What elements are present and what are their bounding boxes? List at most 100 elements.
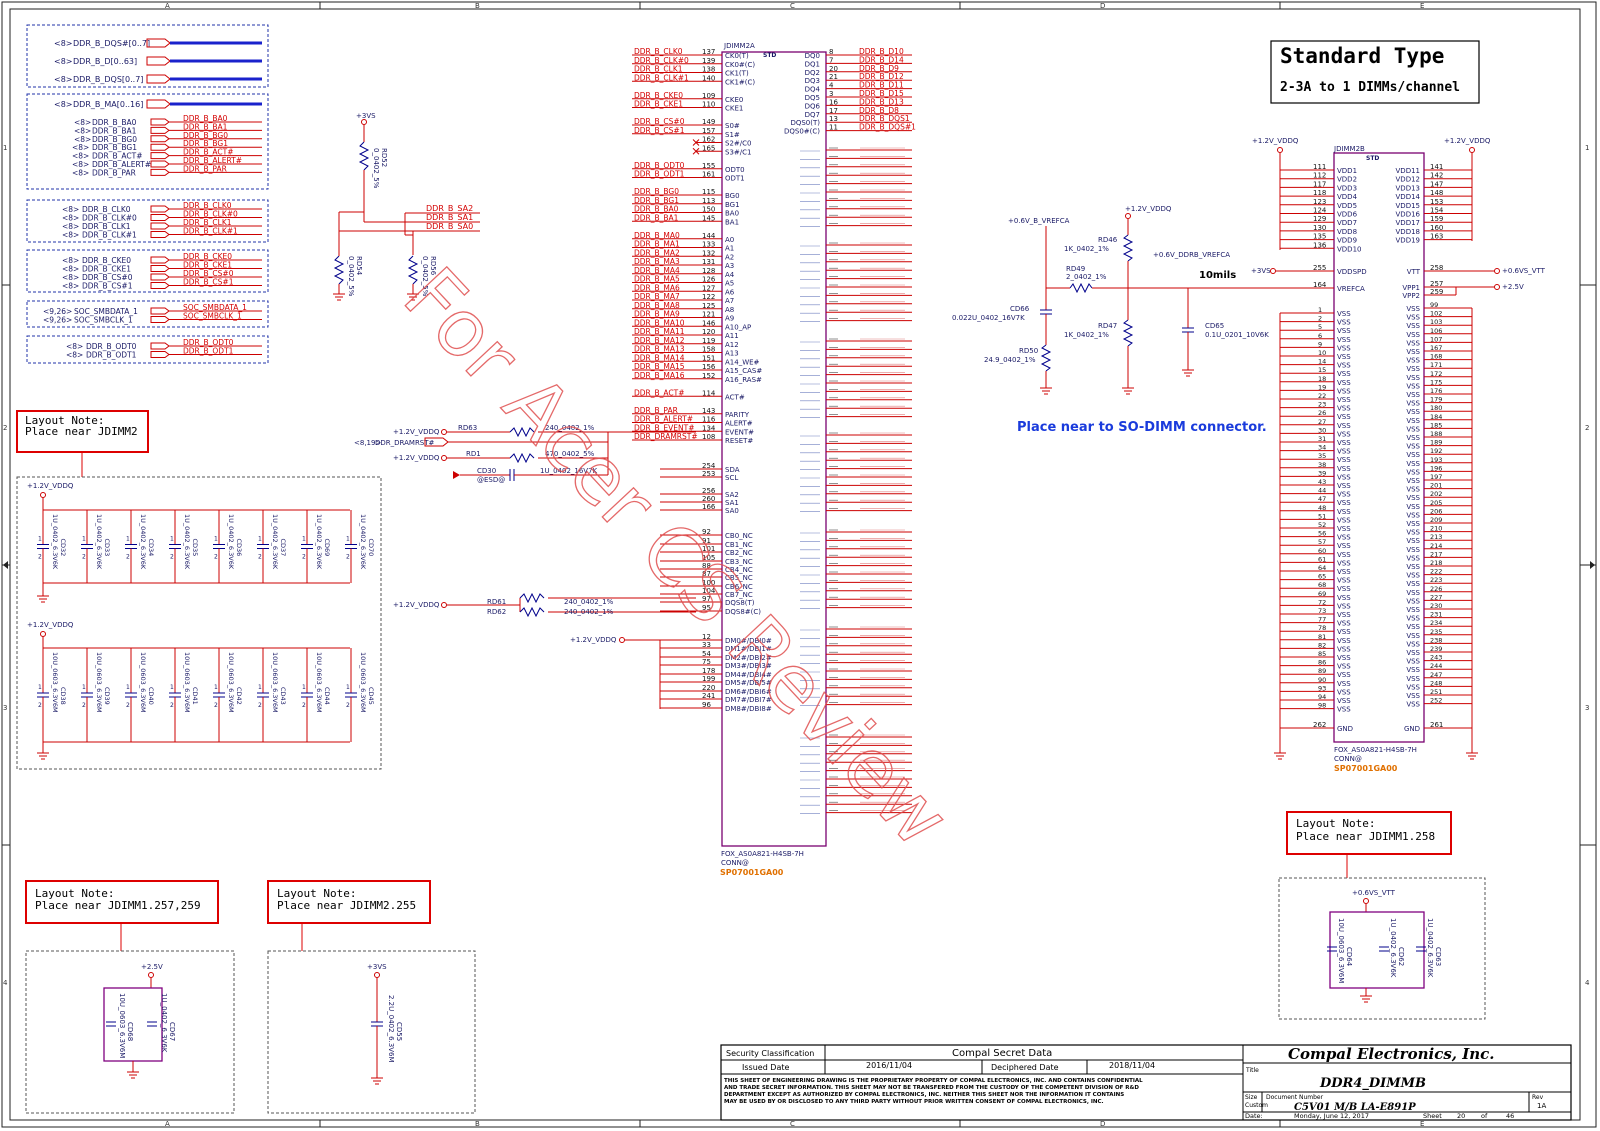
cap-value: 10U_0603_6.3V6M [139,652,147,713]
svg-text:2: 2 [170,702,174,709]
bus-ref: <8> [62,205,79,214]
bus-label: DDR_B_ODT1 [86,351,137,360]
vss-pin-name: VSS [1406,623,1420,631]
pin-net: DDR_B_D12 [859,72,904,81]
vss-pin-name: VSS [1406,331,1420,339]
jdimm2b-sp: SP07001GA00 [1334,764,1398,773]
pin-number: 234 [1430,619,1442,627]
svg-text:2: 2 [38,702,42,709]
vss-pin-name: VSS [1337,491,1351,499]
pin-name: A2 [725,253,734,261]
b2-c1-val: 2.2U_0402_6.3V6M [387,995,395,1062]
pin-number: 94 [1318,693,1326,701]
pin-number: 159 [1430,215,1443,223]
cap-ref: CD69 [323,539,331,557]
row-label-2: 2 [3,424,7,432]
rd46-resistor [1122,234,1134,262]
vss-pin-name: VSS [1337,473,1351,481]
bus-label: DDR_B_DQS#[0..7] [73,39,150,48]
bus-label: DDR_B_ODT0 [86,342,137,351]
pin-number: 172 [1430,370,1442,378]
bus-ref: <8> [62,222,79,231]
vss-pin-name: VSS [1406,606,1420,614]
pin-number: 130 [1313,224,1326,232]
pin-net: DDR_B_BG1 [634,196,679,205]
cap-value: 10U_0603_6.3V6M [51,652,59,713]
pin-number: 163 [1430,233,1443,241]
bus-ref: <8> [72,152,89,161]
tb-doc-label: Document Number [1266,1094,1324,1101]
svg-text:101: 101 [702,545,715,553]
pin-number: 86 [1318,659,1326,667]
pin-name: GND [1404,725,1420,733]
pin-number: 23 [1318,401,1326,409]
tb-disclaimer-1: THIS SHEET OF ENGINEERING DRAWING IS THE… [724,1078,1143,1084]
rd47-val: 1K_0402_1% [1064,331,1109,339]
reset-event-block: +1.2V_VDDQ RD63 240_0402_1% <8,19> DDR_D… [354,424,696,484]
cap-value: 10U_0603_6.3V6M [183,652,191,713]
tb-of: of [1481,1112,1488,1120]
b2-rail: +3VS [367,963,387,971]
vss-pin-name: VSS [1337,594,1351,602]
ground-symbol [127,1071,139,1079]
pin-name: ODT0 [725,166,745,174]
b3-c1-ref: CD64 [1345,947,1353,967]
net-label: DDR_B_ODT0 [183,338,234,347]
port-arrow [146,99,171,109]
bus-label: DDR_B_CLK1 [82,222,131,231]
cap-value: 10U_0603_6.3V6M [95,652,103,713]
svg-text:2: 2 [38,554,42,561]
cap-value: 1U_0402_6.3V6K [95,514,103,570]
pin-net: DDR_B_MA3 [634,257,680,266]
pin-number: 122 [702,293,715,301]
vss-pin-name: VSS [1337,585,1351,593]
pin-number: 128 [702,267,715,275]
pin-number: 30 [1318,426,1326,434]
rd49-val: 2_0402_1% [1066,273,1107,281]
pin-number: 34 [1318,444,1326,452]
pin-number: 72 [1318,598,1326,606]
vss-pin-name: VSS [1337,516,1351,524]
rd50-val: 24.9_0402_1% [984,356,1036,364]
vss-pin-name: VSS [1337,525,1351,533]
left-bus-groups: <8>DDR_B_DQS#[0..7]<8>DDR_B_D[0..63]<8>D… [26,24,269,364]
net-label: SOC_SMBCLK_1 [183,312,242,321]
bus-ref: <8> [74,118,91,127]
pin-net: DDR_B_DQS#1 [859,123,916,132]
vss-pin-name: VSS [1337,577,1351,585]
pin-name: VREFCA [1337,285,1365,293]
rd47-resistor [1122,319,1134,347]
bus-label: DDR_B_BG1 [92,143,137,152]
pin-number: 145 [702,214,715,222]
vss-pin-name: VSS [1406,451,1420,459]
svg-text:178: 178 [702,667,715,675]
vss-pin-name: VSS [1337,559,1351,567]
pin-number: 179 [1430,396,1442,404]
rd56-resistor [407,255,419,285]
jdimm2a-sp: SP07001GA00 [720,868,784,877]
pin-number: 146 [702,319,716,327]
pin-number: 201 [1430,482,1442,490]
bottom-cap-block-25v: +2.5V 10U_0603_6.3V6M CD68 1U_0402_6.3V6… [25,950,235,1114]
svg-text:1: 1 [302,684,306,691]
pin-number: 9 [1318,340,1322,348]
pin-number: 69 [1318,590,1326,598]
vss-pin-name: VSS [1337,448,1351,456]
note4-title: Layout Note: [1296,817,1375,830]
pin-number: 188 [1430,430,1442,438]
bus-ref: <8> [66,342,83,351]
svg-text:DQS8#(C): DQS8#(C) [725,608,761,616]
svg-text:1: 1 [82,536,86,543]
pin-net: DDR_B_BG0 [634,187,679,196]
pin-name: ALERT# [725,420,753,428]
ground-symbol [1182,369,1194,377]
pin-name: DQ2 [805,69,820,77]
svg-text:CB2_NC: CB2_NC [725,549,753,557]
pin-name: VPP1 [1402,284,1420,292]
vss-pin-name: VSS [1406,615,1420,623]
pin-name: VDD16 [1396,211,1421,219]
ground-symbol [1360,995,1372,1003]
tb-disclaimer-3: DEPARTMENT EXCEPT AS AUTHORIZED BY COMPA… [724,1092,1124,1098]
vss-pin-name: VSS [1406,546,1420,554]
